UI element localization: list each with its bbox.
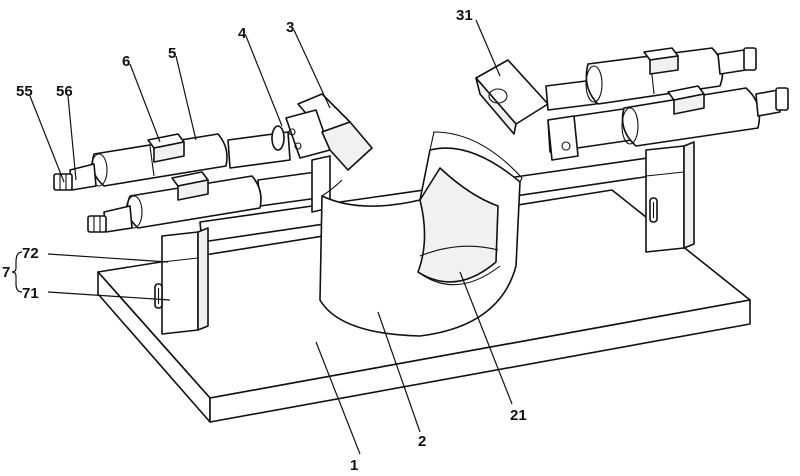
label-55: 55 bbox=[16, 83, 33, 100]
label-7: 7 bbox=[2, 264, 10, 281]
label-56: 56 bbox=[56, 83, 73, 100]
label-4: 4 bbox=[238, 25, 247, 42]
label-71: 71 bbox=[22, 285, 39, 302]
label-1: 1 bbox=[350, 457, 358, 474]
right-clamp-block bbox=[476, 60, 548, 134]
label-72: 72 bbox=[22, 245, 39, 262]
right-support-column bbox=[646, 142, 694, 252]
label-3: 3 bbox=[286, 19, 294, 36]
label-2: 2 bbox=[418, 433, 426, 450]
label-5: 5 bbox=[168, 45, 176, 62]
left-support-column bbox=[155, 228, 208, 334]
label-31: 31 bbox=[456, 7, 473, 24]
label-21: 21 bbox=[510, 407, 527, 424]
label-6: 6 bbox=[122, 53, 130, 70]
